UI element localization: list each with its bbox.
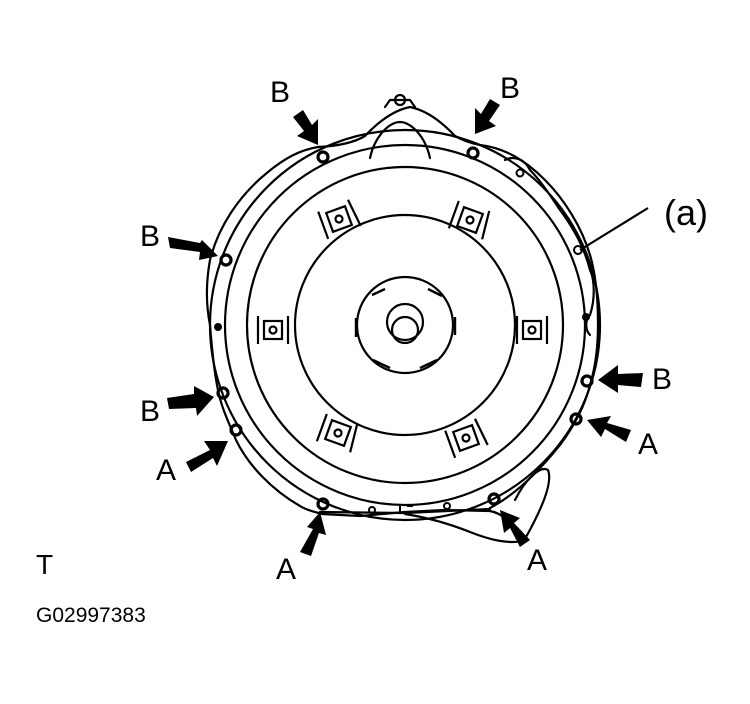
- bolt-holes: [216, 146, 594, 511]
- bolt-label-b: B: [270, 76, 291, 109]
- spline-tabs: [354, 287, 457, 370]
- arrows: [167, 99, 643, 556]
- converter-lugs: [256, 199, 549, 459]
- hub-circle: [293, 213, 517, 437]
- figure-id: G02997383: [36, 604, 146, 627]
- dowel-pins: [214, 313, 590, 331]
- converter-circle: [245, 165, 565, 485]
- bolt-label-a: A: [638, 428, 659, 461]
- bolt-label-a: A: [276, 553, 297, 586]
- shaft-mid: [385, 302, 425, 342]
- top-boss: [383, 98, 417, 109]
- bolt-label-b: B: [652, 363, 673, 396]
- bolt-label-a: A: [156, 454, 177, 487]
- outer-ring: [208, 128, 602, 522]
- bolt-label-b: B: [140, 220, 161, 253]
- callout-label: (a): [664, 192, 708, 233]
- bolt-label-a: A: [527, 544, 548, 577]
- housing-outline: [205, 145, 530, 544]
- bolt-label-b: B: [140, 395, 161, 428]
- view-letter: T: [36, 549, 54, 580]
- bolt-label-b: B: [500, 72, 521, 105]
- shaft-outer: [355, 275, 455, 375]
- inner-ring: [223, 143, 587, 507]
- shaft-inner: [390, 315, 420, 345]
- callout-leader: [579, 207, 649, 251]
